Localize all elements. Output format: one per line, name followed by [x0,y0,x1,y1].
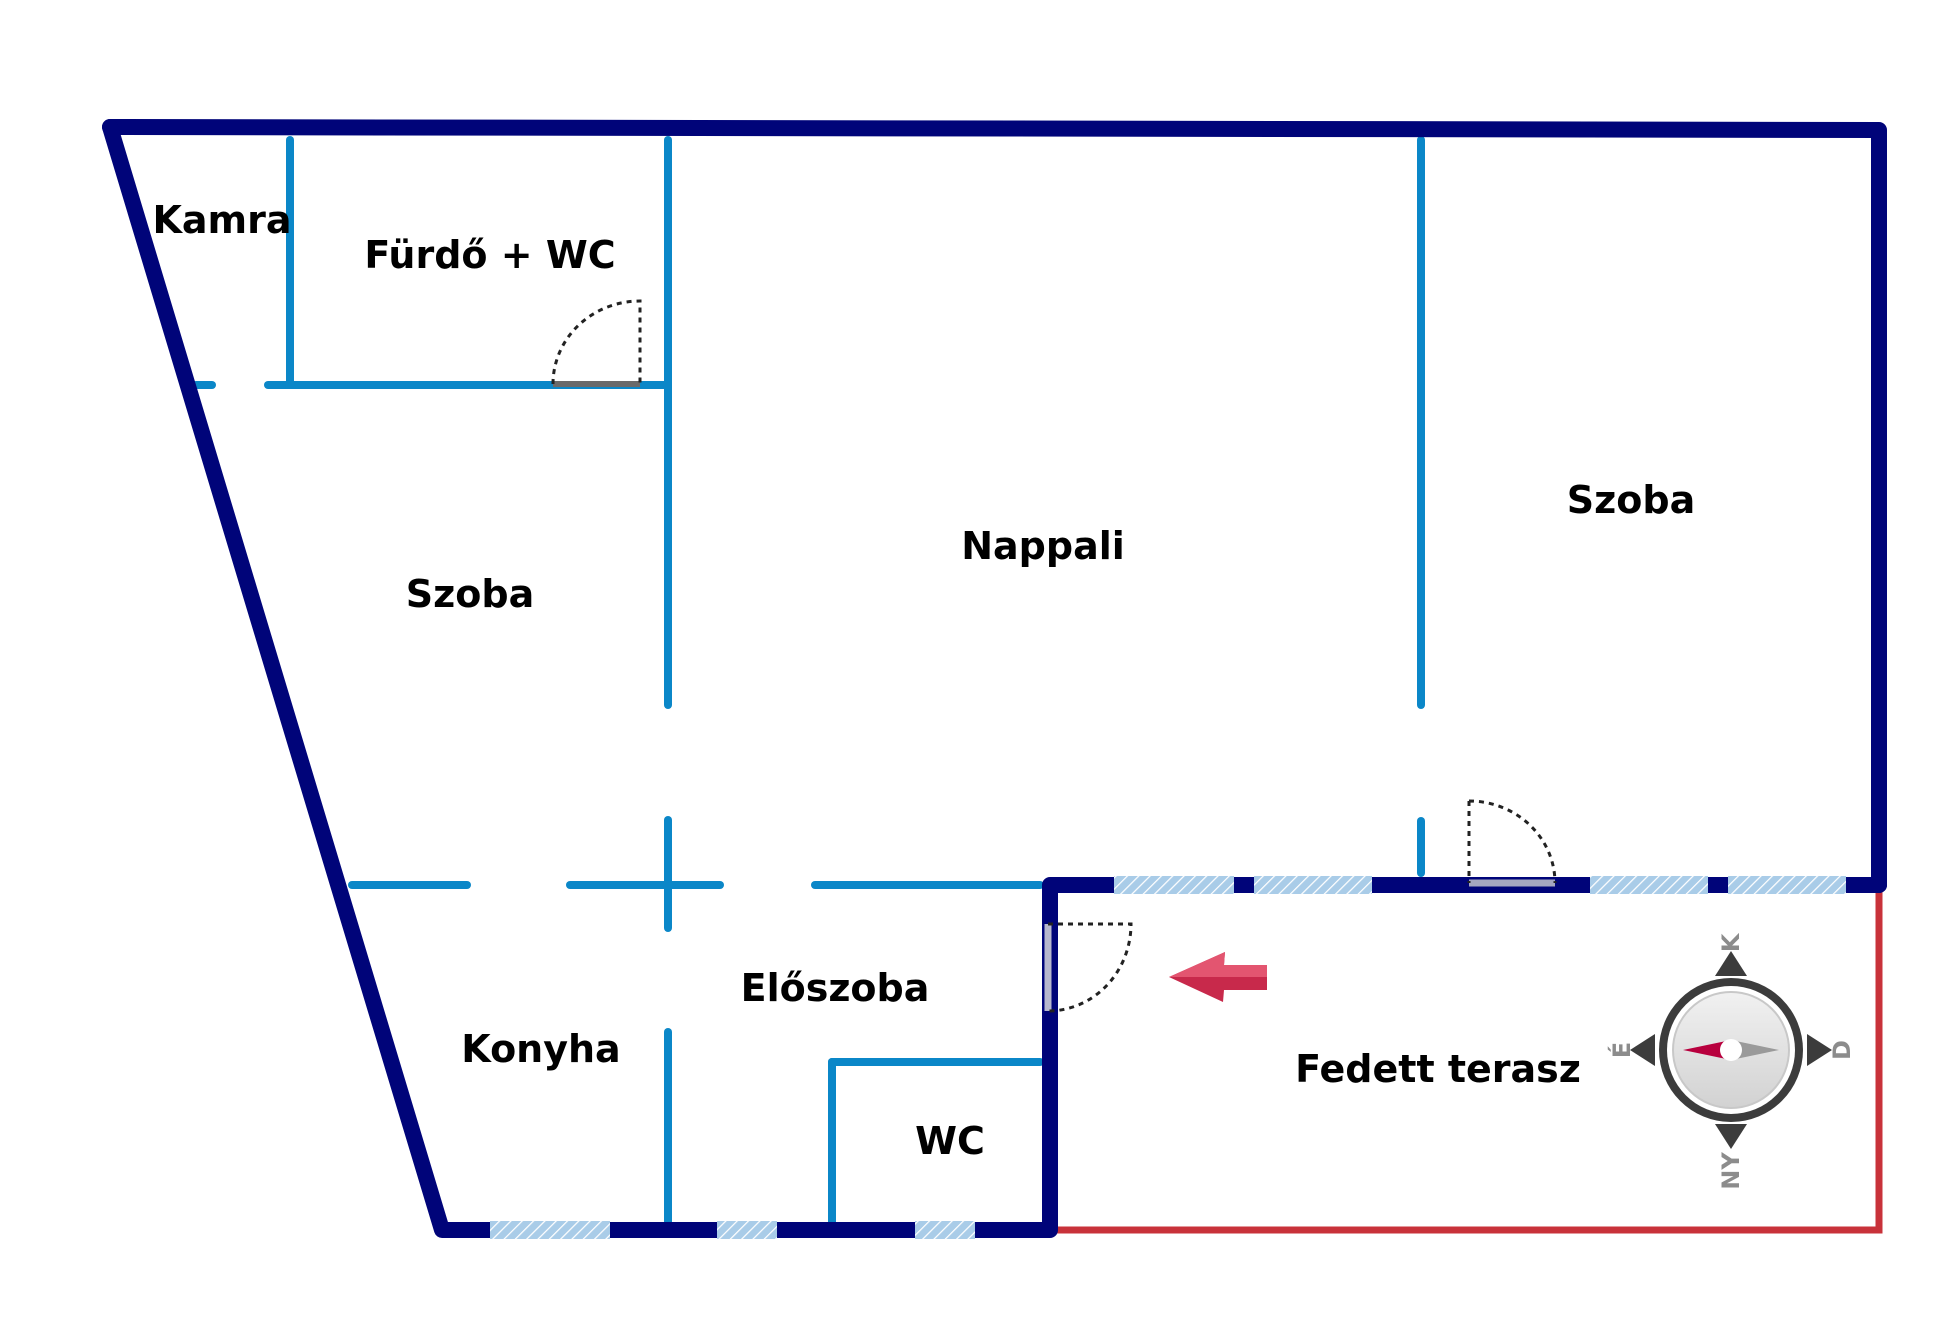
room-label-szoba-right: Szoba [1567,478,1695,522]
compass-label-d: D [1828,1040,1856,1060]
window [1590,876,1708,894]
window [1114,876,1234,894]
room-label-wc: WC [915,1119,985,1163]
window [915,1221,975,1239]
terrace-boundary [1050,885,1883,1234]
door-swing [551,299,642,385]
compass-label-e: É [1607,1042,1636,1058]
doors [551,299,1557,1013]
door-swing [1467,799,1557,884]
interior-walls [192,136,1425,1229]
window [1728,876,1846,894]
compass-label-ny: NY [1717,1152,1745,1190]
compass-icon: K NY D É [1607,932,1856,1189]
room-label-furdo-wc: Fürdő + WC [364,233,615,277]
door-swing [1047,922,1133,1013]
windows [490,876,1846,1239]
entrance-arrow-icon [1169,952,1267,1002]
window [1254,876,1372,894]
room-label-kamra: Kamra [152,198,291,242]
room-label-konyha: Konyha [461,1027,620,1071]
compass-needle-east [1731,1040,1779,1060]
window [490,1221,610,1239]
room-label-fedett-terasz: Fedett terasz [1295,1047,1581,1091]
window [717,1221,777,1239]
compass-label-k: K [1717,932,1745,952]
room-label-eloszoba: Előszoba [741,966,930,1010]
room-label-szoba-left: Szoba [406,572,534,616]
compass-needle-west [1683,1040,1731,1060]
room-label-nappali: Nappali [961,524,1125,568]
